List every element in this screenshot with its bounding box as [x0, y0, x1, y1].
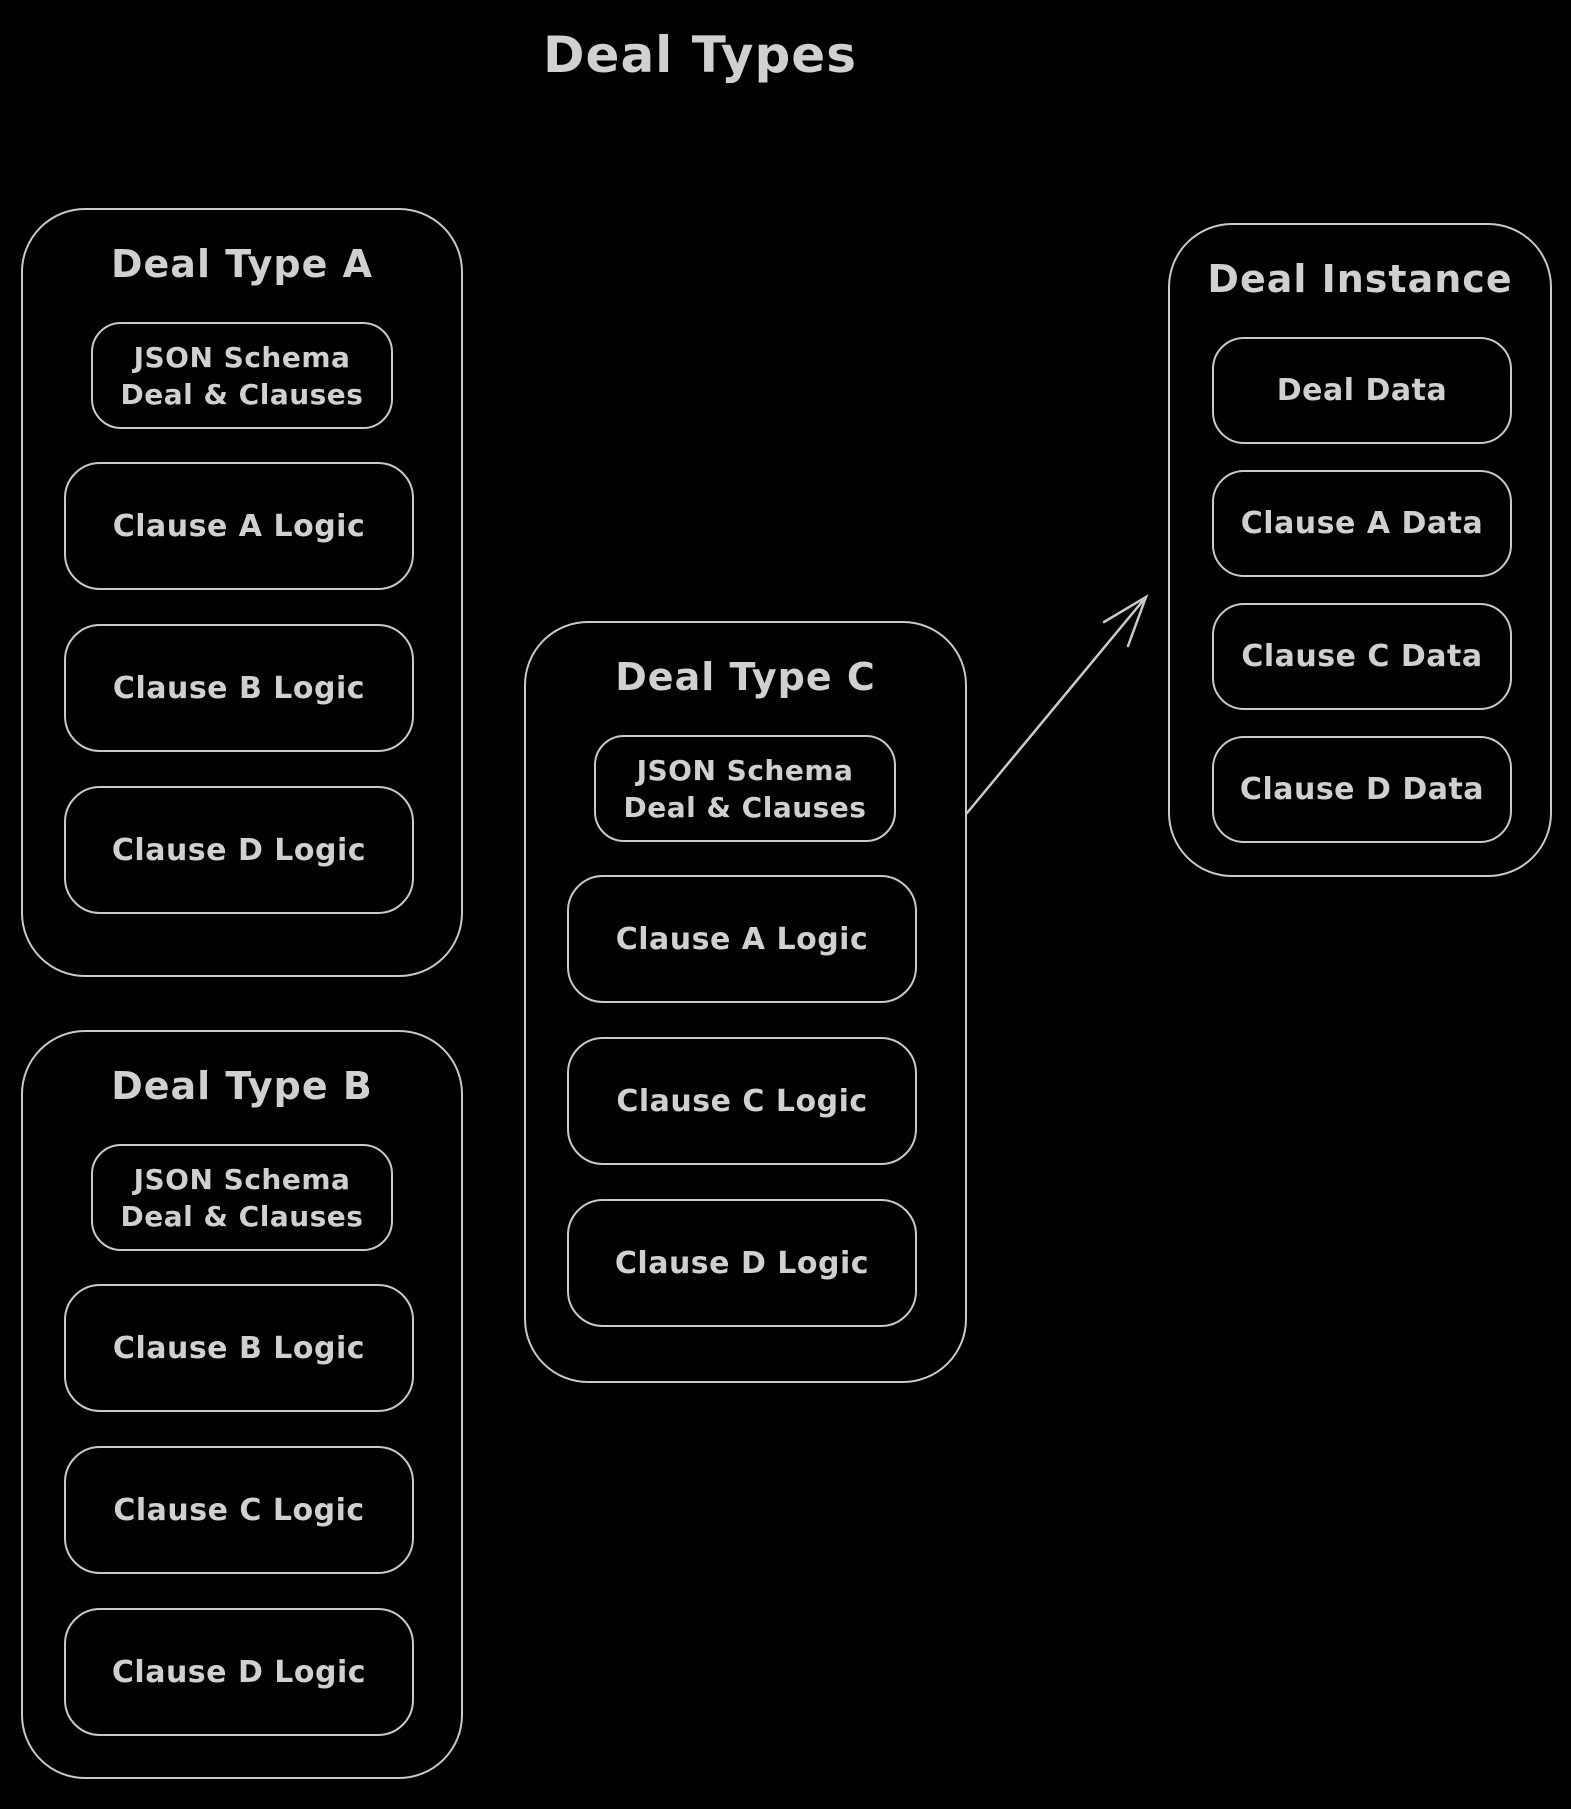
deal-type-c-clause-c-logic-box: Clause C Logic [567, 1037, 917, 1165]
deal-type-b-json-schema-box: JSON Schema Deal & Clauses [91, 1144, 393, 1251]
clause-a-data-box: Clause A Data [1212, 470, 1512, 577]
deal-type-a-json-schema-box: JSON Schema Deal & Clauses [91, 322, 393, 429]
arrow-shaft [965, 595, 1148, 815]
deal-type-b-clause-c-logic-box: Clause C Logic [64, 1446, 414, 1574]
deal-type-b-clause-b-logic-box: Clause B Logic [64, 1284, 414, 1412]
deal-type-c-container: Deal Type C JSON Schema Deal & Clauses C… [524, 621, 967, 1383]
json-schema-line1: JSON Schema [636, 753, 854, 787]
json-schema-line2: Deal & Clauses [120, 377, 364, 411]
arrow-head [1102, 594, 1149, 648]
deal-instance-title: Deal Instance [1207, 257, 1513, 301]
json-schema-line1: JSON Schema [133, 340, 351, 374]
deal-instance-container: Deal Instance Deal Data Clause A Data Cl… [1168, 223, 1552, 877]
deal-type-a-clause-a-logic-box: Clause A Logic [64, 462, 414, 590]
deal-type-c-clause-a-logic-box: Clause A Logic [567, 875, 917, 1003]
deal-type-b-container: Deal Type B JSON Schema Deal & Clauses C… [21, 1030, 463, 1779]
clause-c-data-box: Clause C Data [1212, 603, 1512, 710]
json-schema-line1: JSON Schema [133, 1162, 351, 1196]
clause-d-data-box: Clause D Data [1212, 736, 1512, 843]
deal-data-box: Deal Data [1212, 337, 1512, 444]
deal-type-c-json-schema-box: JSON Schema Deal & Clauses [594, 735, 896, 842]
deal-type-a-clause-d-logic-box: Clause D Logic [64, 786, 414, 914]
deal-type-c-clause-d-logic-box: Clause D Logic [567, 1199, 917, 1327]
deal-type-b-title: Deal Type B [111, 1064, 373, 1108]
json-schema-line2: Deal & Clauses [623, 790, 867, 824]
deal-type-c-title: Deal Type C [615, 655, 876, 699]
diagram-title: Deal Types [543, 26, 857, 84]
deal-type-a-title: Deal Type A [110, 242, 373, 286]
json-schema-line2: Deal & Clauses [120, 1199, 364, 1233]
deal-type-b-clause-d-logic-box: Clause D Logic [64, 1608, 414, 1736]
deal-type-a-clause-b-logic-box: Clause B Logic [64, 624, 414, 752]
deal-type-a-container: Deal Type A JSON Schema Deal & Clauses C… [21, 208, 463, 977]
